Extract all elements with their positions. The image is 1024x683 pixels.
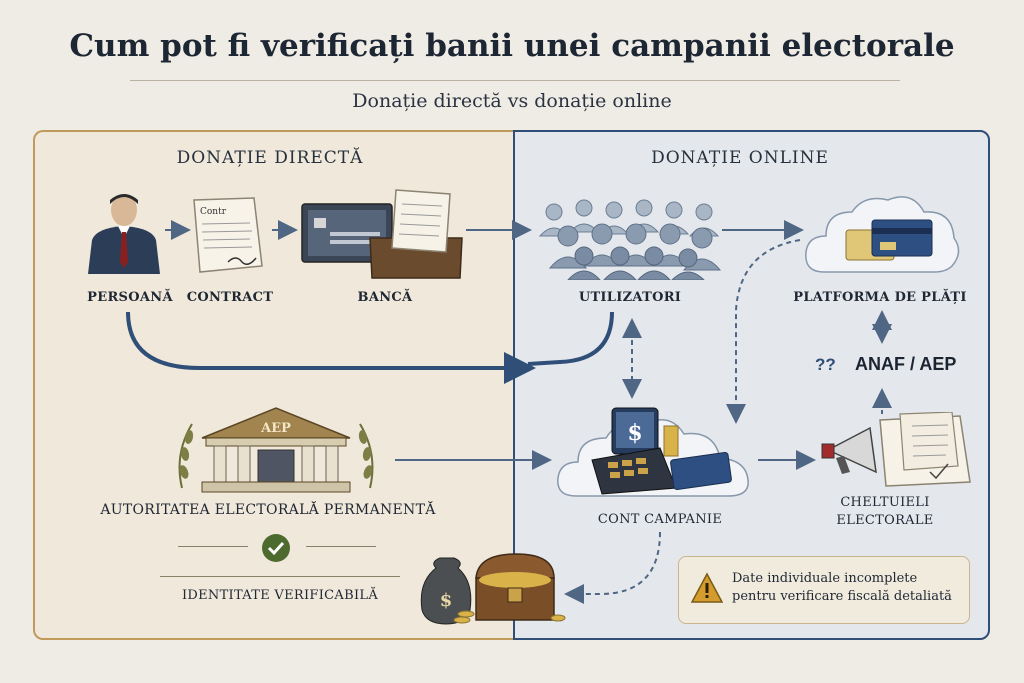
arrow-person-main-flow — [126, 311, 536, 384]
expenses-label: CHELTUIELI ELECTORALE — [800, 494, 970, 530]
authority-label: ANAF / AEP — [855, 354, 957, 374]
contract-icon: Contr — [193, 197, 263, 273]
aep-full-label: AUTORITATEA ELECTORALĂ PERMANENTĂ — [100, 502, 436, 518]
campaign-terminal-icon: $ — [557, 407, 749, 497]
warning-triangle-icon — [690, 572, 724, 603]
warning-line2: pentru verificare fiscală detaliată — [732, 589, 952, 604]
person-label: PERSOANĂ — [87, 290, 173, 305]
question-marks: ?? — [815, 355, 836, 374]
terminal-dollar: $ — [627, 420, 642, 446]
diagram-subtitle: Donație directă vs donație online — [352, 90, 672, 112]
money-bag-dollar: $ — [440, 590, 453, 611]
divider-bottom-1 — [160, 576, 400, 577]
check-icon — [262, 534, 290, 562]
users-crowd-icon — [538, 199, 722, 280]
title-divider — [130, 80, 900, 81]
campaign-account-label: CONT CAMPANIE — [597, 512, 723, 527]
expenses-megaphone-icon — [821, 412, 971, 487]
online-donation-heading: DONAȚIE ONLINE — [651, 148, 829, 168]
diagram-title: Cum pot fi verificați banii unei campani… — [69, 28, 955, 64]
arrow-campaign-treasure — [564, 531, 661, 604]
warning-line1: Date individuale incomplete — [732, 571, 918, 586]
arrow-users-merge — [527, 311, 614, 366]
bank-label: BANCĂ — [357, 290, 413, 305]
aep-pediment-text: AEP — [260, 421, 291, 436]
warning-text: Date individuale incomplete pentru verif… — [732, 570, 968, 606]
payment-cloud-icon — [805, 196, 960, 273]
bank-icon — [301, 189, 463, 279]
arrow-platform-campaign — [726, 239, 801, 424]
contract-label: CONTRACT — [186, 290, 274, 305]
expenses-label-line2: ELECTORALE — [836, 513, 934, 528]
warning-box — [678, 556, 970, 624]
payment-platform-label: PLATFORMA DE PLĂȚI — [793, 290, 967, 305]
divider-left — [178, 546, 248, 547]
person-icon — [88, 194, 160, 274]
expenses-label-line1: CHELTUIELI — [840, 495, 930, 510]
direct-donation-heading: DONAȚIE DIRECTĂ — [176, 148, 364, 168]
contract-doc-text: Contr — [200, 207, 227, 217]
treasure-icon: $ — [420, 553, 566, 625]
users-label: UTILIZATORI — [578, 290, 682, 305]
divider-right — [306, 546, 376, 547]
identity-label: IDENTITATE VERIFICABILĂ — [181, 588, 379, 603]
aep-building-icon: AEP — [178, 407, 374, 493]
